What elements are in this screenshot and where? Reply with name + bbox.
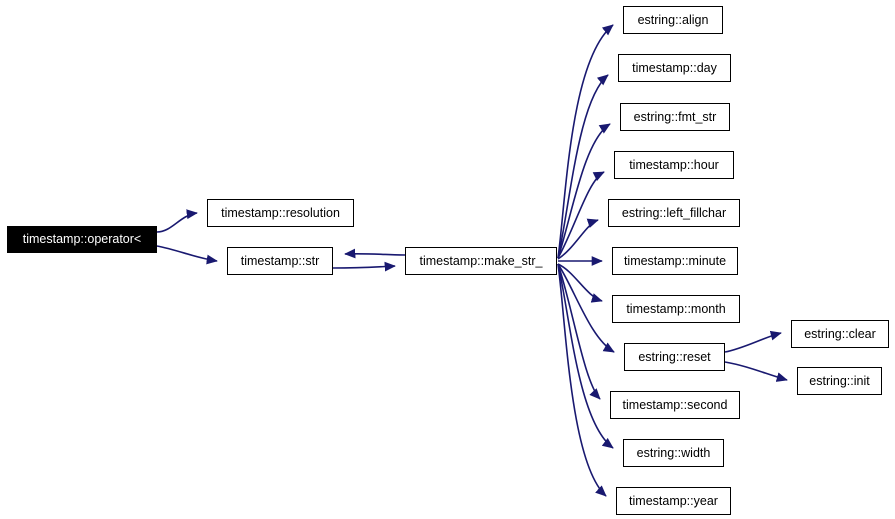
node-label: estring::init bbox=[809, 373, 870, 388]
node-estring-init[interactable]: estring::init bbox=[797, 367, 882, 395]
edge-make-str-to-left-fillchar bbox=[557, 218, 599, 260]
node-label: estring::clear bbox=[804, 326, 876, 341]
node-label: timestamp::minute bbox=[623, 253, 727, 268]
node-timestamp-second[interactable]: timestamp::second bbox=[610, 391, 740, 419]
node-label: timestamp::resolution bbox=[221, 205, 340, 220]
node-label: timestamp::day bbox=[632, 60, 717, 75]
node-label: estring::fmt_str bbox=[633, 109, 717, 124]
node-estring-align[interactable]: estring::align bbox=[623, 6, 723, 34]
node-label: estring::align bbox=[637, 12, 709, 27]
edge-reset-to-init bbox=[724, 361, 788, 382]
edge-make-str-to-fmt-str bbox=[557, 123, 611, 259]
edge-operator-lt-to-resolution bbox=[156, 209, 198, 233]
node-label: timestamp::year bbox=[629, 493, 718, 508]
node-timestamp-minute[interactable]: timestamp::minute bbox=[612, 247, 738, 275]
node-timestamp-hour[interactable]: timestamp::hour bbox=[614, 151, 734, 179]
edge-make-str-to-year bbox=[557, 263, 607, 497]
node-estring-fmt-str[interactable]: estring::fmt_str bbox=[620, 103, 730, 131]
edge-make-str-to-width bbox=[557, 263, 614, 449]
node-label: timestamp::make_str_ bbox=[419, 253, 543, 268]
node-timestamp-str[interactable]: timestamp::str bbox=[227, 247, 333, 275]
node-estring-width[interactable]: estring::width bbox=[623, 439, 724, 467]
node-label: estring::width bbox=[636, 445, 711, 460]
edge-make-str-to-reset bbox=[557, 263, 615, 353]
node-timestamp-month[interactable]: timestamp::month bbox=[612, 295, 740, 323]
edge-operator-lt-to-str bbox=[156, 245, 218, 265]
edge-reset-to-clear bbox=[724, 330, 782, 353]
node-timestamp-year[interactable]: timestamp::year bbox=[616, 487, 731, 515]
node-estring-clear[interactable]: estring::clear bbox=[791, 320, 889, 348]
node-estring-left-fillchar[interactable]: estring::left_fillchar bbox=[608, 199, 740, 227]
node-label: estring::left_fillchar bbox=[621, 205, 727, 220]
edge-make-str-to-hour bbox=[557, 171, 605, 259]
edge-make-str-to-month bbox=[557, 263, 603, 303]
edge-make-str-to-align bbox=[557, 24, 614, 259]
edge-str-to-make-str bbox=[332, 261, 396, 272]
node-estring-reset[interactable]: estring::reset bbox=[624, 343, 725, 371]
node-timestamp-make-str[interactable]: timestamp::make_str_ bbox=[405, 247, 557, 275]
node-label: timestamp::second bbox=[622, 397, 728, 412]
edge-make-str-to-second bbox=[557, 263, 601, 400]
edge-make-str-to-str bbox=[344, 248, 406, 259]
node-label: timestamp::month bbox=[626, 301, 726, 316]
node-timestamp-operator-lt[interactable]: timestamp::operator< bbox=[7, 226, 157, 253]
node-label: timestamp::operator< bbox=[22, 232, 142, 247]
node-label: timestamp::str bbox=[240, 253, 320, 268]
node-label: timestamp::hour bbox=[629, 157, 719, 172]
edge-make-str-to-day bbox=[557, 74, 609, 259]
node-label: estring::reset bbox=[638, 349, 711, 364]
node-timestamp-resolution[interactable]: timestamp::resolution bbox=[207, 199, 354, 227]
node-timestamp-day[interactable]: timestamp::day bbox=[618, 54, 731, 82]
